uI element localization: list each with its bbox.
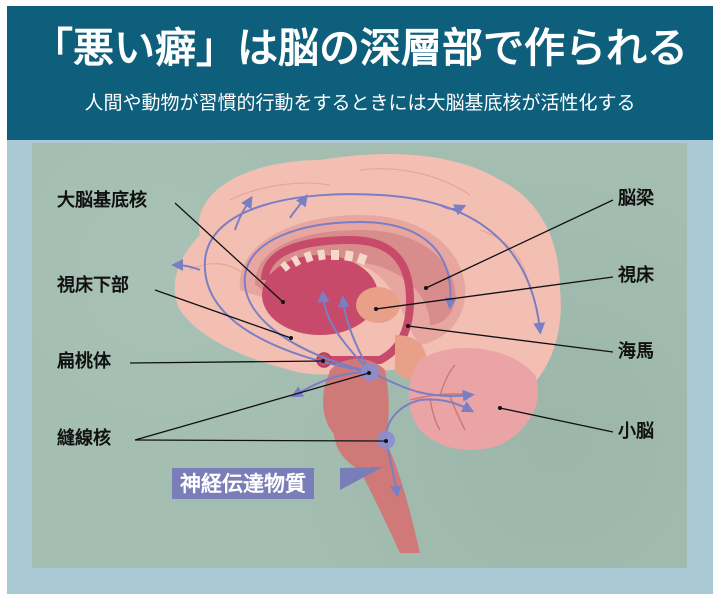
- leader-lines: [129, 199, 614, 442]
- page-subtitle: 人間や動物が習慣的行動をするときには大脳基底核が活性化する: [84, 92, 636, 114]
- page-title: 「悪い癖」は脳の深層部で作られる: [32, 24, 688, 72]
- tag-pointer: [340, 467, 383, 490]
- label-hypothalamus: 視床下部: [57, 275, 129, 296]
- nerve-pathways: [171, 193, 546, 498]
- thalamus-shape: [356, 287, 400, 323]
- leader-dots: [281, 286, 502, 443]
- header-banner: 「悪い癖」は脳の深層部で作られる 人間や動物が習慣的行動をするときには大脳基底核…: [7, 6, 713, 140]
- label-basal-ganglia: 大脳基底核: [57, 190, 147, 211]
- label-raphe-nucleus: 縫線核: [57, 428, 111, 449]
- label-corpus-callosum: 脳梁: [618, 188, 654, 209]
- label-cerebellum: 小脳: [618, 421, 654, 442]
- striations: [280, 249, 368, 272]
- label-amygdala: 扁桃体: [57, 351, 111, 372]
- infographic-frame: 「悪い癖」は脳の深層部で作られる 人間や動物が習慣的行動をするときには大脳基底核…: [7, 6, 713, 594]
- neurotransmitter-tag: 神経伝達物質: [172, 468, 314, 499]
- label-hippocampus: 海馬: [618, 341, 654, 362]
- label-thalamus: 視床: [618, 265, 654, 286]
